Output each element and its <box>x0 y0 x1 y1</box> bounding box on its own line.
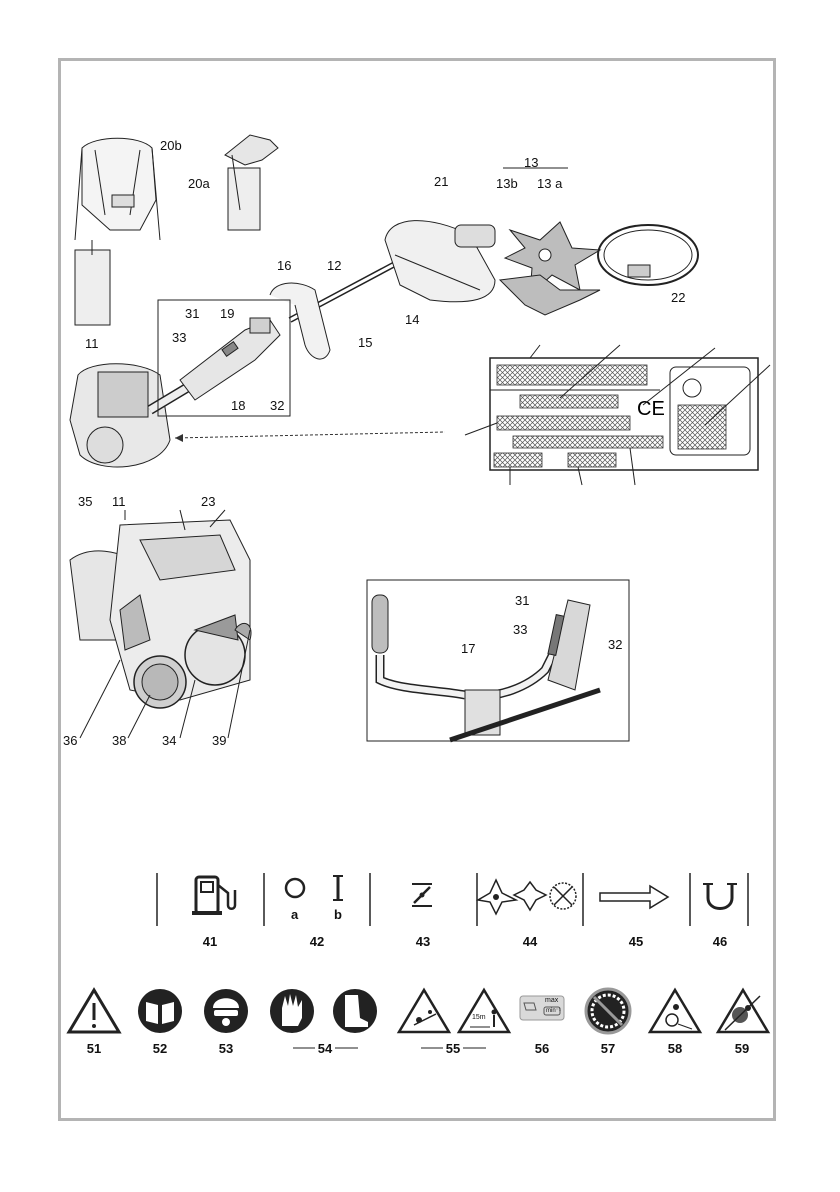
label-22: 22 <box>671 290 685 305</box>
engine-detail-drawing <box>70 510 251 738</box>
handlebar-label-17: 17 <box>461 641 475 656</box>
symbol-label-53: 53 <box>219 1041 233 1056</box>
symbol-label-57: 57 <box>601 1041 615 1056</box>
blade-drawing <box>500 222 600 315</box>
head-protection-icon <box>204 989 248 1033</box>
label-20b: 20b <box>160 138 182 153</box>
shoulder-harness-drawing <box>75 138 160 325</box>
distance-text: 15m <box>472 1014 486 1021</box>
svg-text:CE: CE <box>637 398 665 420</box>
symbol-label-55: 55 <box>446 1041 460 1056</box>
label-11: 11 <box>85 336 99 351</box>
no-saw-blade-icon <box>586 989 630 1033</box>
engine-label-11: 11 <box>112 494 126 509</box>
engine-label-39: 39 <box>212 733 226 748</box>
label-12: 12 <box>327 258 341 273</box>
label-21: 21 <box>434 174 448 189</box>
handlebar-label-31: 31 <box>515 593 529 608</box>
symbol-label-43: 43 <box>416 934 430 949</box>
on-off-icon <box>286 876 343 900</box>
rating-plate-drawing: CE <box>465 345 770 485</box>
label-31: 31 <box>185 306 199 321</box>
choke-icon <box>412 884 432 906</box>
label-33: 33 <box>172 330 186 345</box>
label-16: 16 <box>277 258 291 273</box>
label-13b: 13b <box>496 176 518 191</box>
handlebar-label-32: 32 <box>608 637 622 652</box>
symbol-label-46: 46 <box>713 934 727 949</box>
label-13a: 13 a <box>537 176 562 191</box>
symbol-label-41: 41 <box>203 934 217 949</box>
symbol-row-1-dividers <box>157 873 748 926</box>
symbol-42-sub-b: b <box>334 907 342 922</box>
blade-types-icon <box>478 880 576 914</box>
symbol-label-54: 54 <box>318 1041 332 1056</box>
engine-label-38: 38 <box>112 733 126 748</box>
warning-triangle-icon <box>69 990 119 1032</box>
label-32: 32 <box>270 398 284 413</box>
symbol-label-51: 51 <box>87 1041 101 1056</box>
read-manual-icon <box>138 989 182 1033</box>
thrown-debris-warning-icon <box>399 990 449 1032</box>
no-bystanders-icon <box>718 990 768 1032</box>
arrow-right-icon <box>600 886 668 908</box>
handlebar-drawing <box>372 595 600 740</box>
fuel-pump-icon <box>192 877 235 915</box>
engine-label-34: 34 <box>162 733 176 748</box>
engine-label-36: 36 <box>63 733 77 748</box>
label-13: 13 <box>524 155 538 170</box>
single-strap-drawing <box>225 135 278 230</box>
handlebar-label-33: 33 <box>513 622 527 637</box>
symbol-label-56: 56 <box>535 1041 549 1056</box>
symbol-label-59: 59 <box>735 1041 749 1056</box>
handle-loop-drawing <box>270 283 330 359</box>
blade-guard-drawing <box>385 221 495 302</box>
grip-drawing <box>180 318 280 400</box>
symbol-label-44: 44 <box>523 934 537 949</box>
distance-warning-icon <box>459 990 509 1032</box>
symbol-label-58: 58 <box>668 1041 682 1056</box>
gloves-icon <box>270 989 314 1033</box>
label-20a: 20a <box>188 176 210 191</box>
engine-label-23: 23 <box>201 494 215 509</box>
symbol-label-42: 42 <box>310 934 324 949</box>
boots-icon <box>333 989 377 1033</box>
rpm-unit-text: min⁻¹ <box>546 1007 561 1014</box>
label-15: 15 <box>358 335 372 350</box>
max-text: max <box>545 997 558 1004</box>
symbol-42-sub-a: a <box>291 907 298 922</box>
label-18: 18 <box>231 398 245 413</box>
thrown-objects-icon <box>650 990 700 1032</box>
label-14: 14 <box>405 312 419 327</box>
label-19: 19 <box>220 306 234 321</box>
handle-icon <box>703 884 737 909</box>
guard-ring-drawing <box>598 225 698 285</box>
symbol-label-45: 45 <box>629 934 643 949</box>
engine-label-35: 35 <box>78 494 92 509</box>
symbol-label-52: 52 <box>153 1041 167 1056</box>
